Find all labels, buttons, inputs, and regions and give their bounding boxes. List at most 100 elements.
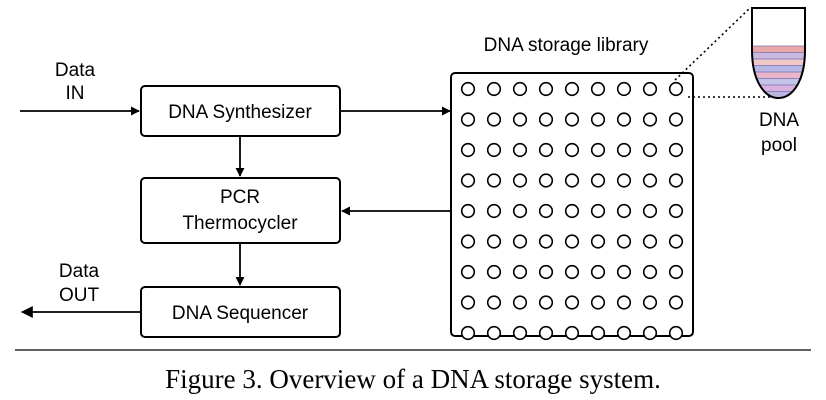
storage-well [538, 142, 554, 158]
storage-well [590, 81, 606, 97]
data-in-label-line2: IN [66, 83, 85, 104]
storage-well [460, 264, 476, 280]
storage-well [616, 325, 632, 341]
storage-well [642, 173, 658, 188]
dna-synthesizer-label: DNA Synthesizer [168, 102, 312, 123]
storage-well [486, 234, 502, 249]
dna-pool-band [752, 46, 805, 53]
storage-well [486, 264, 502, 280]
storage-well [564, 295, 580, 310]
storage-well [538, 173, 554, 188]
storage-well [564, 81, 580, 97]
storage-well [460, 173, 476, 188]
storage-well [564, 234, 580, 249]
storage-well [642, 325, 658, 341]
storage-well [668, 325, 684, 341]
dna-sequencer-label: DNA Sequencer [172, 303, 309, 324]
figure-caption: Figure 3. Overview of a DNA storage syst… [165, 364, 661, 394]
storage-well [486, 173, 502, 188]
storage-well [668, 264, 684, 280]
storage-well [512, 173, 528, 188]
storage-well [616, 295, 632, 310]
dna-pool-band [752, 65, 805, 72]
storage-well [616, 264, 632, 280]
storage-well [668, 295, 684, 310]
storage-well [512, 325, 528, 341]
pcr-label-line2: Thermocycler [182, 213, 298, 234]
storage-well [486, 81, 502, 97]
figure-caption-number: Figure 3. [165, 364, 263, 394]
dna-pool-band [752, 91, 805, 98]
storage-well [538, 264, 554, 280]
storage-well [564, 112, 580, 127]
storage-well [538, 112, 554, 127]
storage-well [538, 203, 554, 219]
storage-well [460, 325, 476, 341]
zoom-line-top [674, 7, 751, 81]
dna-pool-band [752, 52, 805, 59]
storage-well [642, 203, 658, 219]
storage-well [538, 234, 554, 249]
dna-pool-band [752, 85, 805, 92]
dna-pool-band [752, 59, 805, 66]
storage-well [564, 264, 580, 280]
data-in-label-line1: Data [55, 60, 96, 81]
storage-well [668, 112, 684, 127]
storage-well [590, 112, 606, 127]
storage-well [564, 325, 580, 341]
storage-well [486, 112, 502, 127]
storage-well [512, 142, 528, 158]
storage-well [642, 234, 658, 249]
storage-well [642, 81, 658, 97]
storage-well [642, 264, 658, 280]
storage-well [460, 295, 476, 310]
storage-well [616, 81, 632, 97]
storage-well [616, 203, 632, 219]
library-title: DNA storage library [484, 35, 649, 56]
storage-well [512, 203, 528, 219]
dna-pool-label-line1: DNA [759, 110, 799, 131]
dna-pool-tube [751, 7, 806, 100]
storage-well [668, 234, 684, 249]
storage-well [590, 173, 606, 188]
dna-pool-band [752, 78, 805, 85]
storage-well [668, 203, 684, 219]
storage-well [564, 142, 580, 158]
storage-well [538, 295, 554, 310]
data-out-label-line2: OUT [59, 285, 100, 306]
storage-well [590, 264, 606, 280]
storage-well [460, 203, 476, 219]
data-out-label-line1: Data [59, 261, 100, 282]
storage-well [512, 234, 528, 249]
storage-well [616, 234, 632, 249]
dna-pool-label-line2: pool [761, 135, 797, 156]
storage-well [590, 234, 606, 249]
storage-well [486, 142, 502, 158]
storage-well [512, 295, 528, 310]
storage-well [668, 173, 684, 188]
storage-well [590, 295, 606, 310]
storage-well [486, 203, 502, 219]
storage-well [486, 295, 502, 310]
well-grid [460, 81, 684, 341]
storage-well [616, 112, 632, 127]
storage-well [460, 234, 476, 249]
dna-pool-band [752, 72, 805, 79]
storage-well [642, 295, 658, 310]
figure-caption-text: Overview of a DNA storage system. [263, 364, 661, 394]
storage-well [616, 173, 632, 188]
storage-well [512, 81, 528, 97]
storage-well [512, 112, 528, 127]
storage-well [590, 142, 606, 158]
storage-well [460, 112, 476, 127]
storage-well [564, 173, 580, 188]
storage-well [538, 81, 554, 97]
storage-well [616, 142, 632, 158]
storage-well [460, 142, 476, 158]
storage-well [668, 81, 684, 97]
storage-well [668, 142, 684, 158]
storage-well [486, 325, 502, 341]
storage-well [590, 203, 606, 219]
pcr-label-line1: PCR [220, 187, 260, 208]
